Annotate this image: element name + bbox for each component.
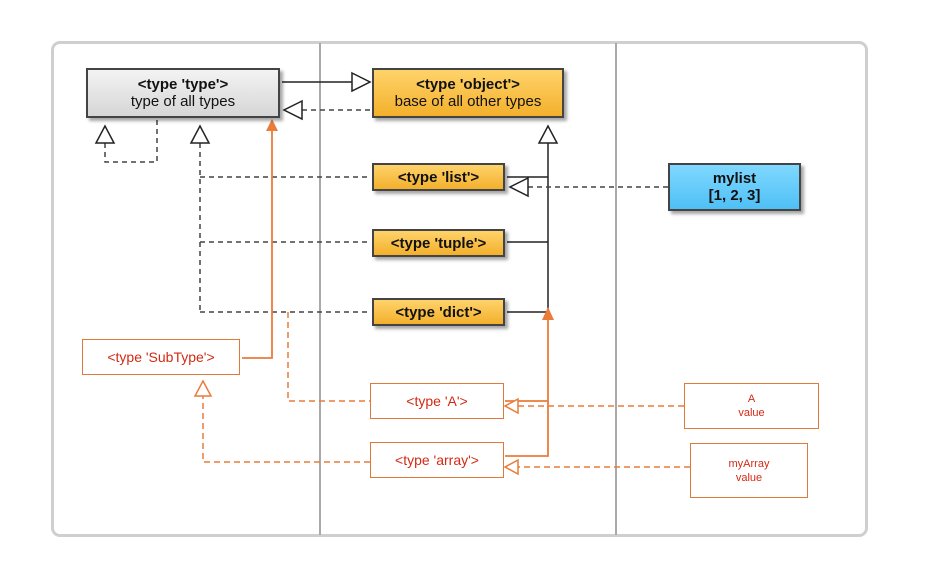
- instance-arrowhead: [508, 176, 529, 198]
- box-title: <type 'A'>: [406, 393, 468, 409]
- box-subtitle: base of all other types: [394, 92, 542, 110]
- instance-arrowhead: [189, 124, 211, 144]
- box-title: <type 'SubType'>: [107, 349, 215, 365]
- instance-arrowhead: [282, 99, 303, 121]
- box-line: myArray: [728, 457, 770, 470]
- instance-arrowhead: [94, 124, 116, 144]
- inherit-arrowhead: [537, 124, 559, 144]
- box-title: <type 'dict'>: [395, 303, 482, 321]
- box-line: value: [738, 407, 765, 419]
- myarray-value-box: myArray value: [690, 443, 808, 498]
- box-title: <type 'list'>: [397, 168, 480, 186]
- box-line: value: [735, 471, 763, 484]
- added-arrowhead: [503, 397, 519, 415]
- box-value: [1, 2, 3]: [708, 187, 761, 204]
- instance-line: [104, 118, 158, 163]
- type-tuple-box: <type 'tuple'>: [372, 229, 505, 257]
- type-object-box: <type 'object'> base of all other types: [372, 68, 564, 118]
- type-dict-box: <type 'dict'>: [372, 298, 505, 326]
- box-title: <type 'object'>: [416, 75, 520, 93]
- box-line: A: [747, 393, 756, 405]
- box-title: <type 'tuple'>: [390, 234, 487, 252]
- type-array-box: <type 'array'>: [370, 442, 504, 478]
- a-value-box: A value: [684, 383, 819, 429]
- box-title: mylist: [712, 170, 757, 187]
- added-arrowhead: [266, 119, 278, 131]
- box-subtitle: type of all types: [130, 92, 236, 110]
- type-type-box: <type 'type'> type of all types: [86, 68, 280, 118]
- added-inherit-line: [242, 129, 273, 359]
- box-title: <type 'type'>: [137, 75, 229, 93]
- added-inherit-line: [505, 320, 549, 402]
- inherit-arrowhead: [351, 71, 372, 93]
- type-a-box: <type 'A'>: [370, 383, 504, 419]
- subtype-box: <type 'SubType'>: [82, 339, 240, 375]
- box-title: <type 'array'>: [395, 452, 479, 468]
- added-arrowhead: [503, 458, 519, 476]
- added-instance-line: [202, 396, 370, 463]
- mylist-box: mylist [1, 2, 3]: [668, 163, 801, 211]
- type-list-box: <type 'list'>: [372, 163, 505, 191]
- added-instance-line: [287, 312, 370, 402]
- added-arrowhead: [542, 307, 554, 320]
- added-inherit-line: [505, 401, 549, 457]
- added-arrowhead: [193, 379, 213, 397]
